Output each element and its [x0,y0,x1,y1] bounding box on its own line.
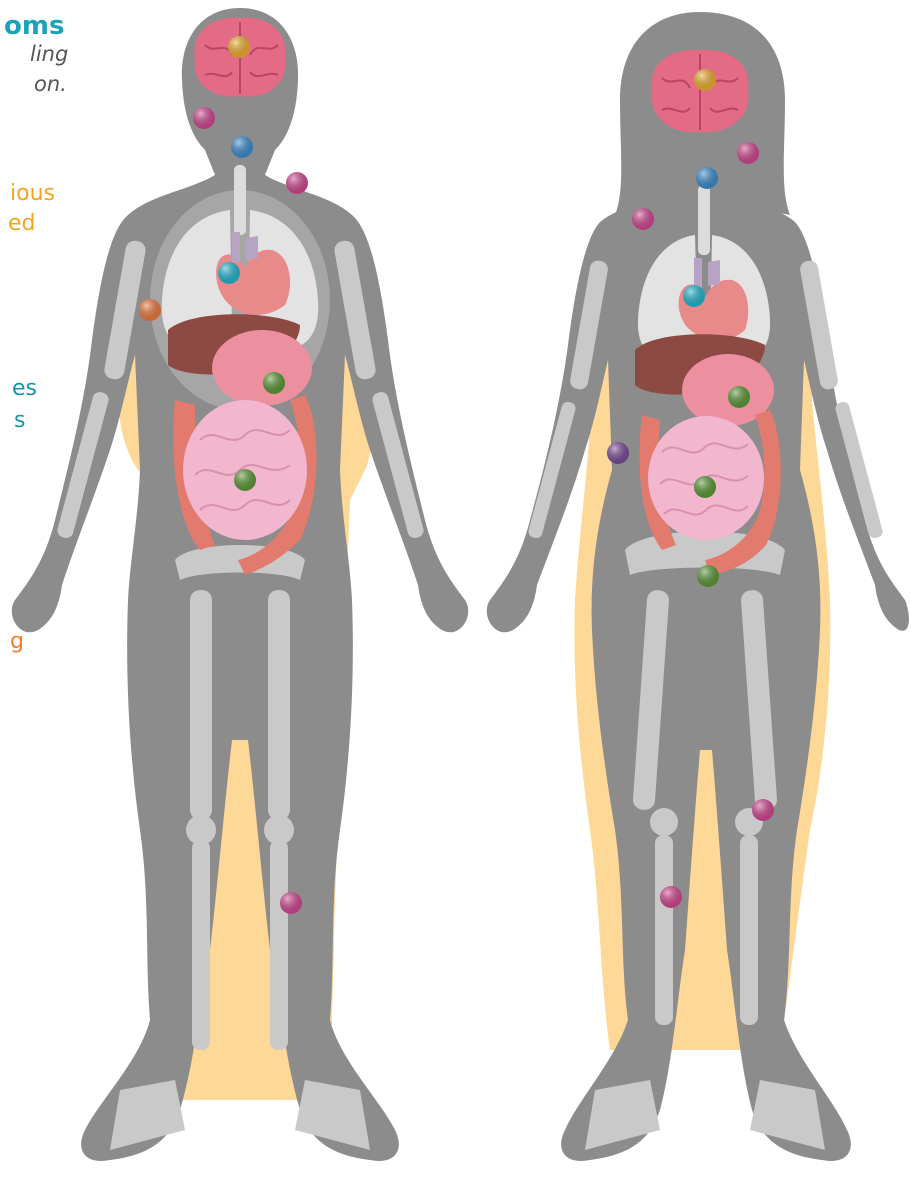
marker-female-knee [752,799,774,821]
marker-male-neck [286,172,308,194]
title-fragment: oms [4,12,64,40]
female-figure [487,12,909,1161]
marker-male-intestine [234,469,256,491]
marker-male-stomach [263,372,285,394]
teal-label-fragment-2: s [14,407,25,435]
marker-female-throat [696,167,718,189]
marker-male-heart [218,262,240,284]
marker-male-brain [228,36,250,58]
subtitle-fragment-1: ling [30,40,68,68]
marker-female-brain [694,69,716,91]
marker-male-throat [231,136,253,158]
yellow-label-fragment-2: ed [8,210,36,238]
marker-male-side [139,299,161,321]
marker-female-shoulder [632,208,654,230]
marker-female-heart [683,285,705,307]
marker-female-side [607,442,629,464]
male-stomach [212,330,312,406]
marker-male-knee [280,892,302,914]
marker-male-face [193,107,215,129]
teal-label-fragment-1: es [12,375,37,403]
marker-female-stomach [728,386,750,408]
marker-female-lower-bowel [697,565,719,587]
yellow-label-fragment-1: ious [10,180,55,208]
marker-female-shin [660,886,682,908]
male-trachea [234,165,246,235]
male-figure [12,8,468,1161]
marker-female-intestine [694,476,716,498]
subtitle-fragment-2: on. [34,70,67,98]
orange-label-fragment: g [10,628,24,656]
marker-female-face [737,142,759,164]
female-trachea [698,185,710,255]
